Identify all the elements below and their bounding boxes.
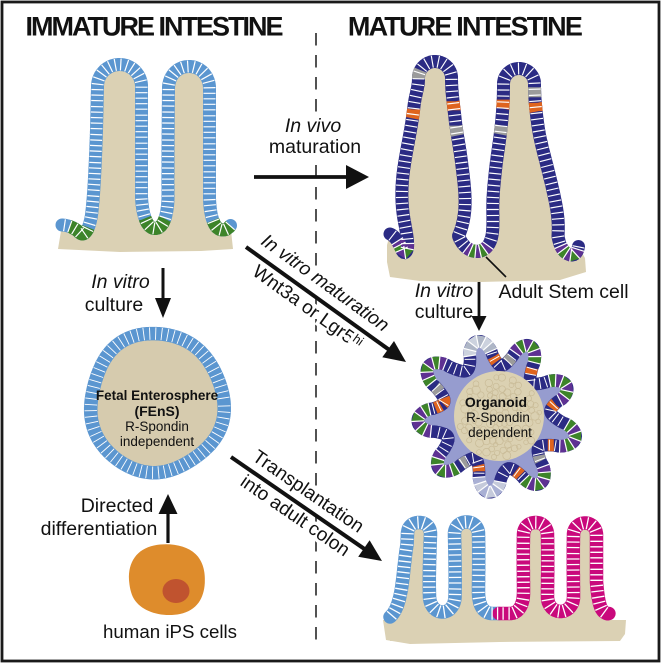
svg-text:(FEnS): (FEnS) xyxy=(134,403,179,419)
svg-text:culture: culture xyxy=(415,301,474,323)
svg-text:In vivo: In vivo xyxy=(285,115,342,137)
svg-text:dependent: dependent xyxy=(468,425,532,440)
svg-text:culture: culture xyxy=(85,294,144,316)
svg-text:In vitro: In vitro xyxy=(415,280,474,302)
svg-text:R-Spondin: R-Spondin xyxy=(125,419,189,434)
svg-text:In vitro: In vitro xyxy=(91,271,150,293)
svg-text:maturation: maturation xyxy=(269,136,361,158)
svg-text:Adult Stem cell: Adult Stem cell xyxy=(498,281,628,303)
svg-text:IMMATURE INTESTINE: IMMATURE INTESTINE xyxy=(26,12,283,42)
svg-text:differentiation: differentiation xyxy=(41,518,158,540)
svg-text:Organoid: Organoid xyxy=(465,394,527,410)
svg-text:MATURE INTESTINE: MATURE INTESTINE xyxy=(348,12,582,42)
svg-text:human iPS cells: human iPS cells xyxy=(103,621,237,642)
svg-text:Directed: Directed xyxy=(81,495,154,517)
svg-text:Fetal Enterosphere: Fetal Enterosphere xyxy=(96,388,219,403)
svg-text:independent: independent xyxy=(120,434,195,449)
svg-text:R-Spondin: R-Spondin xyxy=(466,410,530,425)
